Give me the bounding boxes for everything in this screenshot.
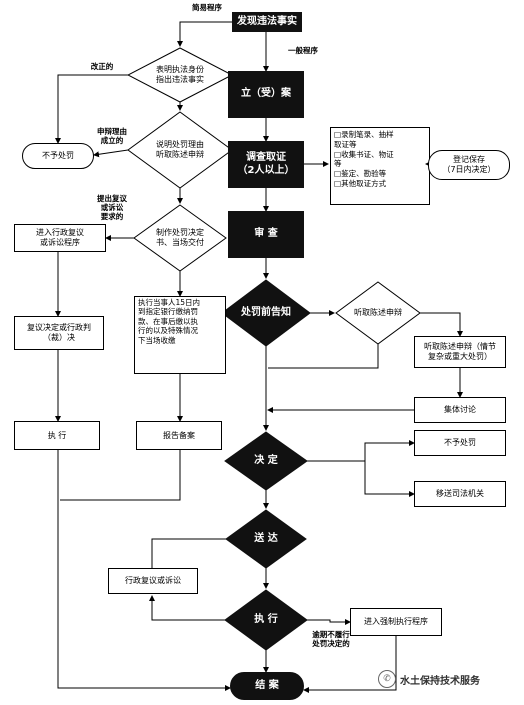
label-correct: 改正的 <box>90 62 114 71</box>
evidence-list: □录制笔录、抽样 取证等 □收集书证、物证 等 □鉴定、勘验等 □其他取证方式 <box>330 127 430 205</box>
review-decision-box: 复议决定或行政判 （裁）决 <box>14 316 104 350</box>
deliver-text: 送 达 <box>254 533 278 544</box>
label-refuse: 提出复议 或诉讼 要求的 <box>97 194 127 221</box>
execute-main-text: 执 行 <box>254 614 278 625</box>
listen-defense-text: 说明处罚理由 听取陈述申辩 <box>156 140 204 159</box>
enforce-box: 进入强制执行程序 <box>350 608 442 636</box>
register-preserve-box: 登记保存 （7日内决定） <box>428 150 510 180</box>
label-simple-procedure: 简易程序 <box>192 3 222 12</box>
label-general-procedure: 一般程序 <box>288 46 318 55</box>
watermark: ✆ 水土保持技术服务 <box>378 670 480 688</box>
hearing-box: 听取陈述申辩（情节 复杂或重大处罚） <box>414 336 506 368</box>
enter-review-box: 进入行政复议 或诉讼程序 <box>14 224 106 252</box>
check-identity-text: 表明执法身份 指出违法事实 <box>156 65 204 84</box>
decide-text: 决 定 <box>254 455 278 466</box>
label-overdue: 逾期不履行 处罚决定的 <box>312 630 350 648</box>
evidence-item-4: □其他取证方式 <box>334 178 387 188</box>
close-case-box: 结 案 <box>230 672 304 700</box>
discover-box: 发现违法事实 <box>232 12 302 32</box>
no-penalty-box-2: 不予处罚 <box>414 430 506 456</box>
execute-note-box: 执行当事人15日内 到指定银行缴纳罚 款、在事后缴以执 行的以及特殊情况 下当场… <box>134 296 226 374</box>
evidence-item-1: □录制笔录、抽样 取证等 <box>334 130 394 149</box>
evidence-item-2: □收集书证、物证 等 <box>334 149 394 169</box>
wechat-icon: ✆ <box>378 670 396 688</box>
notify-text: 处罚前告知 <box>241 307 291 318</box>
listen-defense-2-text: 听取陈述申辩 <box>354 308 402 318</box>
label-statement-defense: 申辩理由 成立的 <box>97 127 127 145</box>
report-filing-box: 报告备案 <box>136 421 222 450</box>
execute-left-box: 执 行 <box>14 421 100 450</box>
investigate-box: 调查取证 （2人以上） <box>228 141 304 188</box>
transfer-box: 移送司法机关 <box>414 481 506 507</box>
no-penalty-box-1: 不予处罚 <box>22 143 94 169</box>
review-box: 审 查 <box>228 211 304 258</box>
collective-box: 集体讨论 <box>414 397 506 423</box>
make-decision-text: 制作处罚决定 书、当场交付 <box>156 228 204 247</box>
evidence-item-3: □鉴定、勘验等 <box>334 169 387 178</box>
file-case-box: 立（受）案 <box>228 71 304 118</box>
watermark-text: 水土保持技术服务 <box>400 675 480 687</box>
admin-review-box: 行政复议或诉讼 <box>108 568 198 594</box>
